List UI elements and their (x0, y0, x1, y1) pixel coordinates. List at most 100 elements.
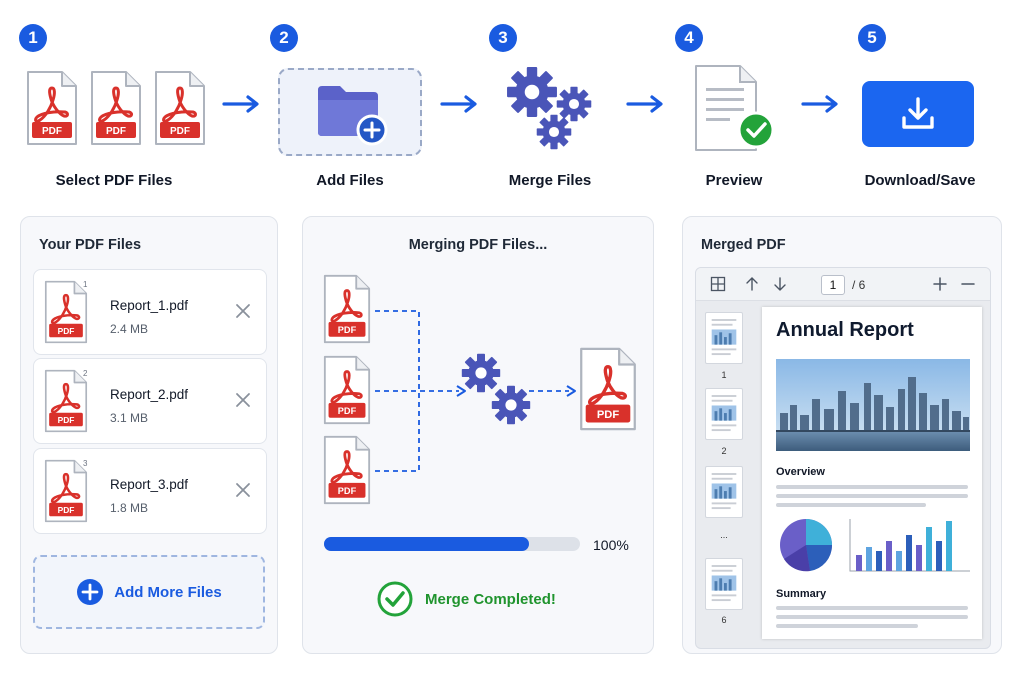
step-badge-3: 3 (489, 24, 517, 52)
arrow-right-icon (440, 94, 480, 114)
panel-title: Merged PDF (701, 237, 786, 253)
svg-text:PDF: PDF (58, 505, 75, 515)
page-thumbnail[interactable] (705, 558, 743, 610)
thumbnail-ellipsis: ... (720, 530, 728, 540)
arrow-down-icon[interactable] (772, 276, 788, 292)
svg-text:PDF: PDF (42, 126, 62, 137)
step-badge-2: 2 (270, 24, 298, 52)
progress-bar (324, 537, 580, 551)
svg-text:PDF: PDF (338, 325, 357, 335)
file-name: Report_2.pdf (110, 387, 189, 402)
svg-text:PDF: PDF (58, 415, 75, 425)
svg-text:PDF: PDF (338, 406, 357, 416)
thumbnail-number: 1 (721, 370, 727, 380)
page-total: / 6 (852, 278, 866, 292)
pdf-file-icon: PDF (90, 70, 142, 146)
progress-label: 100% (593, 537, 629, 553)
bar-chart-graphic (849, 519, 970, 572)
file-card[interactable]: PDF 2 Report_2.pdf 3.1 MB (33, 358, 267, 444)
text-line (776, 503, 926, 507)
text-line (776, 624, 918, 628)
panel-title: Merging PDF Files... (408, 237, 548, 253)
gears-icon (500, 62, 600, 154)
step-badge-1: 1 (19, 24, 47, 52)
viewer-toolbar: 1 / 6 (696, 268, 990, 301)
file-index: 2 (83, 369, 88, 378)
grid-icon[interactable] (710, 276, 726, 292)
close-icon[interactable] (234, 481, 252, 499)
merged-pdf-icon: PDF (579, 345, 637, 433)
page-number-input[interactable]: 1 (821, 275, 845, 295)
file-card[interactable]: PDF 3 Report_3.pdf 1.8 MB (33, 448, 267, 534)
page-thumbnail[interactable] (705, 312, 743, 364)
file-name: Report_1.pdf (110, 298, 189, 313)
text-line (776, 494, 968, 498)
folder-plus-icon (318, 86, 388, 146)
pdf-viewer: 1 / 6 1 2 ... 6 Annual Report (695, 267, 991, 649)
file-size: 2.4 MB (110, 322, 149, 336)
add-files-dropzone[interactable] (278, 68, 422, 156)
close-icon[interactable] (234, 302, 252, 320)
pdf-file-icon: PDF (26, 70, 78, 146)
merge-completed-label: Merge Completed! (425, 590, 556, 608)
merge-flow-diagram (375, 310, 576, 472)
pdf-file-icon: PDF (44, 280, 88, 344)
svg-text:PDF: PDF (106, 126, 126, 137)
overview-heading: Overview (776, 466, 825, 478)
page-thumbnail[interactable] (705, 466, 743, 518)
document-title: Annual Report (776, 319, 914, 341)
city-skyline-image (776, 359, 970, 451)
pdf-file-icon: PDF (44, 459, 88, 523)
zoom-out-icon[interactable] (960, 276, 976, 292)
page-thumbnail[interactable] (705, 388, 743, 440)
download-button[interactable] (862, 81, 974, 147)
close-icon[interactable] (234, 391, 252, 409)
step-badge-4: 4 (675, 24, 703, 52)
plus-circle-icon (77, 579, 104, 605)
merge-status: Merge Completed! (377, 581, 556, 617)
file-index: 1 (83, 280, 88, 289)
arrow-up-icon[interactable] (744, 276, 760, 292)
pdf-page: Annual Report (762, 307, 982, 639)
arrow-right-icon (626, 94, 666, 114)
merging-panel: Merging PDF Files... PDF PDF PDF PDF 100… (302, 216, 654, 654)
step-label-select: Select PDF Files (55, 172, 173, 189)
pdf-file-icon: PDF (44, 369, 88, 433)
pdf-file-icon: PDF (323, 273, 371, 345)
text-line (776, 485, 968, 489)
thumbnail-number: 6 (721, 615, 727, 625)
pdf-file-icon: PDF (323, 354, 371, 426)
pdf-file-icon: PDF (323, 434, 371, 506)
progress-fill (324, 537, 529, 551)
pdf-file-icon: PDF (154, 70, 206, 146)
step-label-download: Download/Save (864, 172, 976, 189)
add-more-label: Add More Files (114, 583, 222, 601)
add-more-files-button[interactable]: Add More Files (33, 555, 265, 629)
file-size: 3.1 MB (110, 411, 149, 425)
pie-chart-graphic (780, 519, 833, 572)
check-circle-icon (377, 581, 413, 617)
text-line (776, 606, 968, 610)
svg-text:PDF: PDF (338, 486, 357, 496)
panel-title: Your PDF Files (39, 237, 142, 253)
svg-text:PDF: PDF (58, 326, 75, 336)
document-check-icon (695, 65, 775, 151)
file-card[interactable]: PDF 1 Report_1.pdf 2.4 MB (33, 269, 267, 355)
step-label-preview: Preview (705, 172, 763, 189)
merged-pdf-panel: Merged PDF 1 / 6 1 2 (682, 216, 1002, 654)
svg-text:PDF: PDF (597, 409, 619, 421)
gears-icon (461, 353, 533, 425)
your-files-panel: Your PDF Files PDF 1 Report_1.pdf 2.4 MB… (20, 216, 278, 654)
arrow-right-icon (222, 94, 262, 114)
thumbnail-number: 2 (721, 446, 727, 456)
step-label-merge: Merge Files (508, 172, 592, 189)
arrow-right-icon (801, 94, 841, 114)
zoom-in-icon[interactable] (932, 276, 948, 292)
text-line (776, 615, 968, 619)
file-index: 3 (83, 459, 88, 468)
file-name: Report_3.pdf (110, 477, 189, 492)
summary-heading: Summary (776, 588, 827, 600)
svg-text:PDF: PDF (170, 126, 190, 137)
download-icon (902, 97, 934, 129)
step-label-add: Add Files (316, 172, 384, 189)
